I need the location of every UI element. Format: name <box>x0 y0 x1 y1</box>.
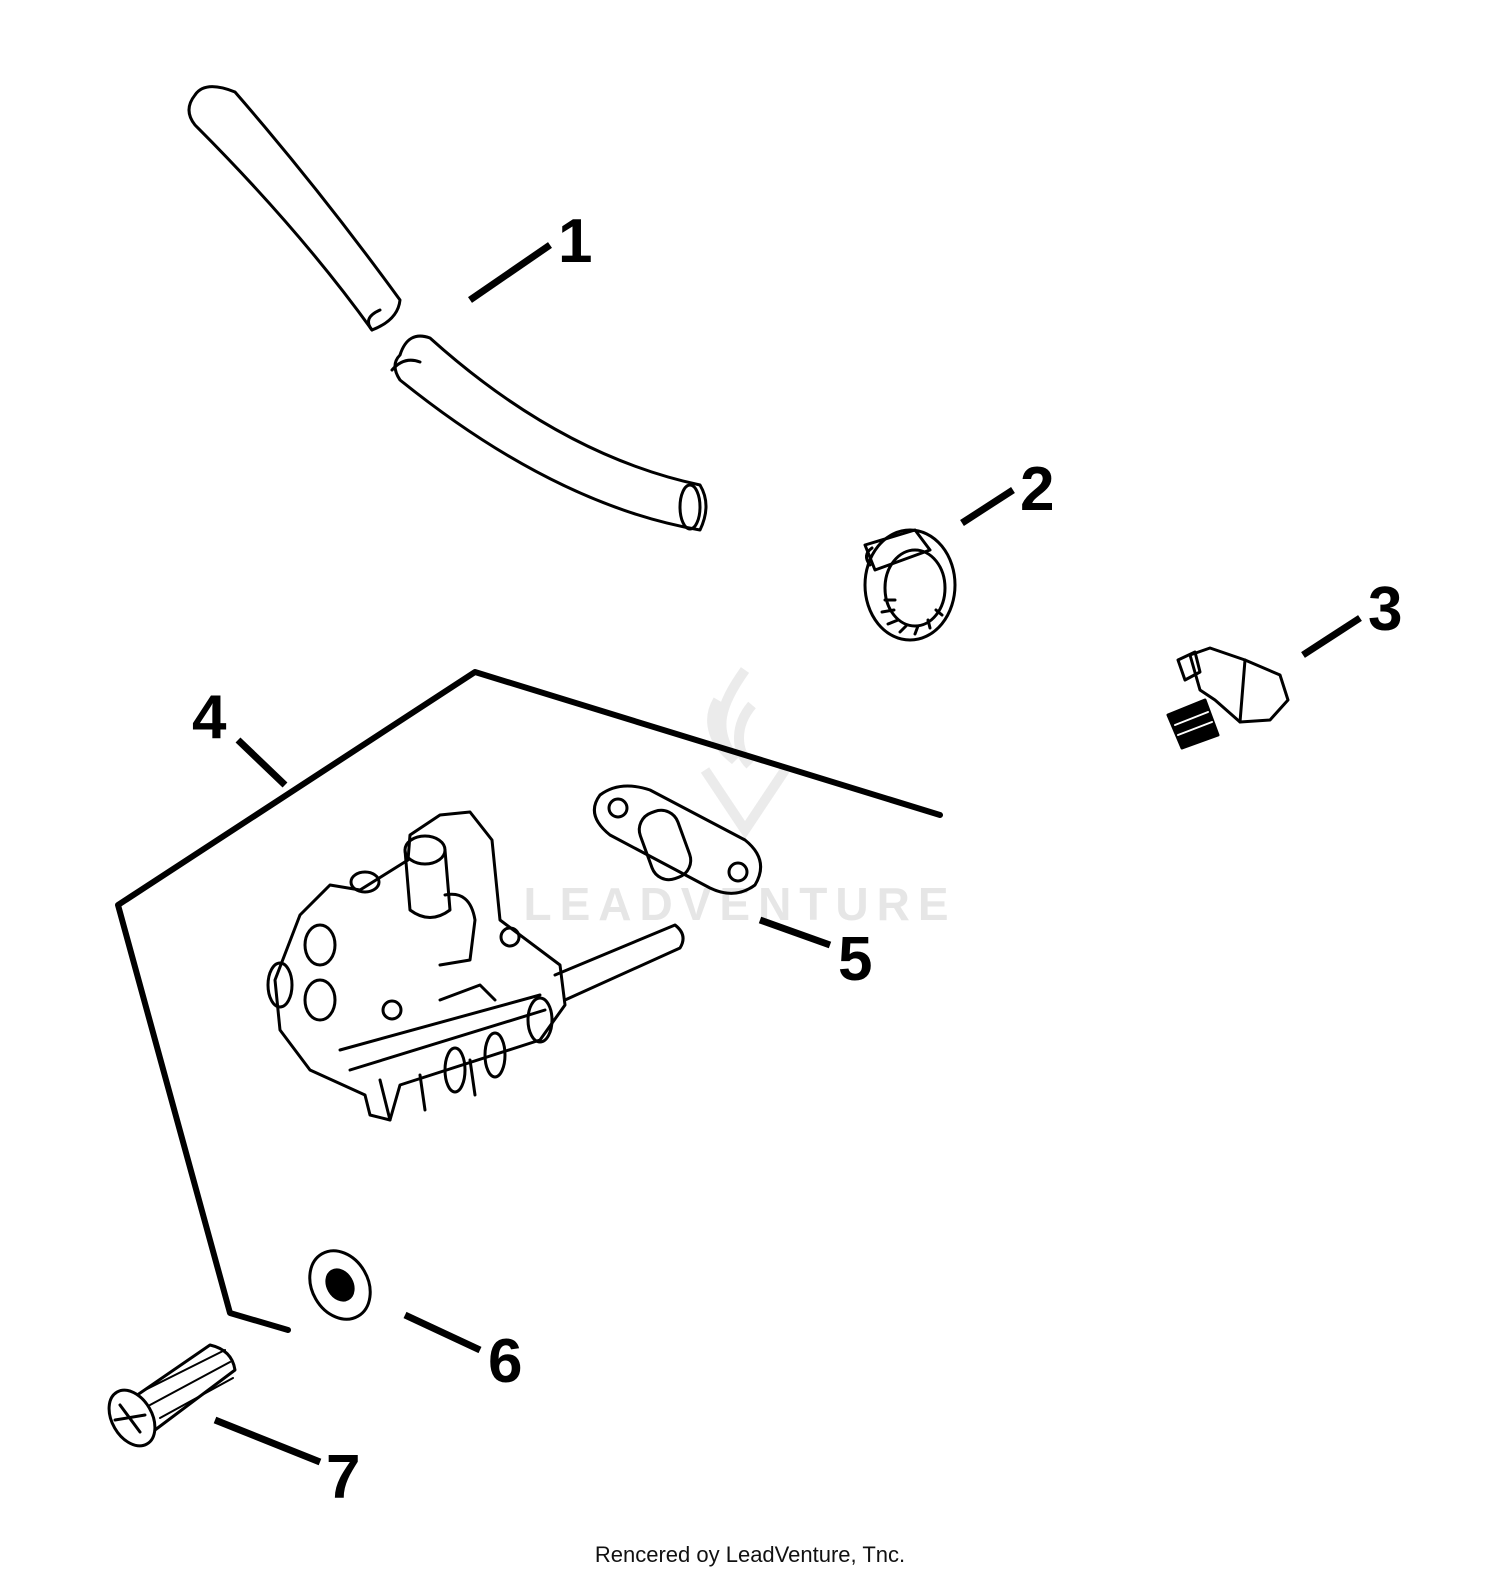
leader-lines <box>213 242 1362 1466</box>
hose-clamp-part <box>863 528 957 642</box>
watermark-text: LEADVENTURE <box>523 878 956 930</box>
washer-part <box>308 1249 372 1321</box>
fuel-pump-part <box>266 810 685 1122</box>
callout-5: 5 <box>838 925 872 994</box>
callout-7: 7 <box>326 1443 360 1512</box>
screw-part <box>107 1343 237 1448</box>
callout-2: 2 <box>1020 455 1054 524</box>
flame-logo-icon <box>700 667 790 840</box>
callout-1: 1 <box>558 207 592 276</box>
gasket-part <box>592 784 763 895</box>
callout-6: 6 <box>488 1327 522 1396</box>
kit-bracket <box>115 669 943 1333</box>
render-credit: Rencered oy LeadVenture, Tnc. <box>594 1542 906 1567</box>
callout-3: 3 <box>1368 575 1402 644</box>
callout-labels: 1 2 3 4 5 6 7 <box>192 207 1402 1512</box>
callout-4: 4 <box>192 683 227 752</box>
fuel-hose-part <box>187 85 708 532</box>
elbow-fitting-part <box>1166 646 1290 750</box>
